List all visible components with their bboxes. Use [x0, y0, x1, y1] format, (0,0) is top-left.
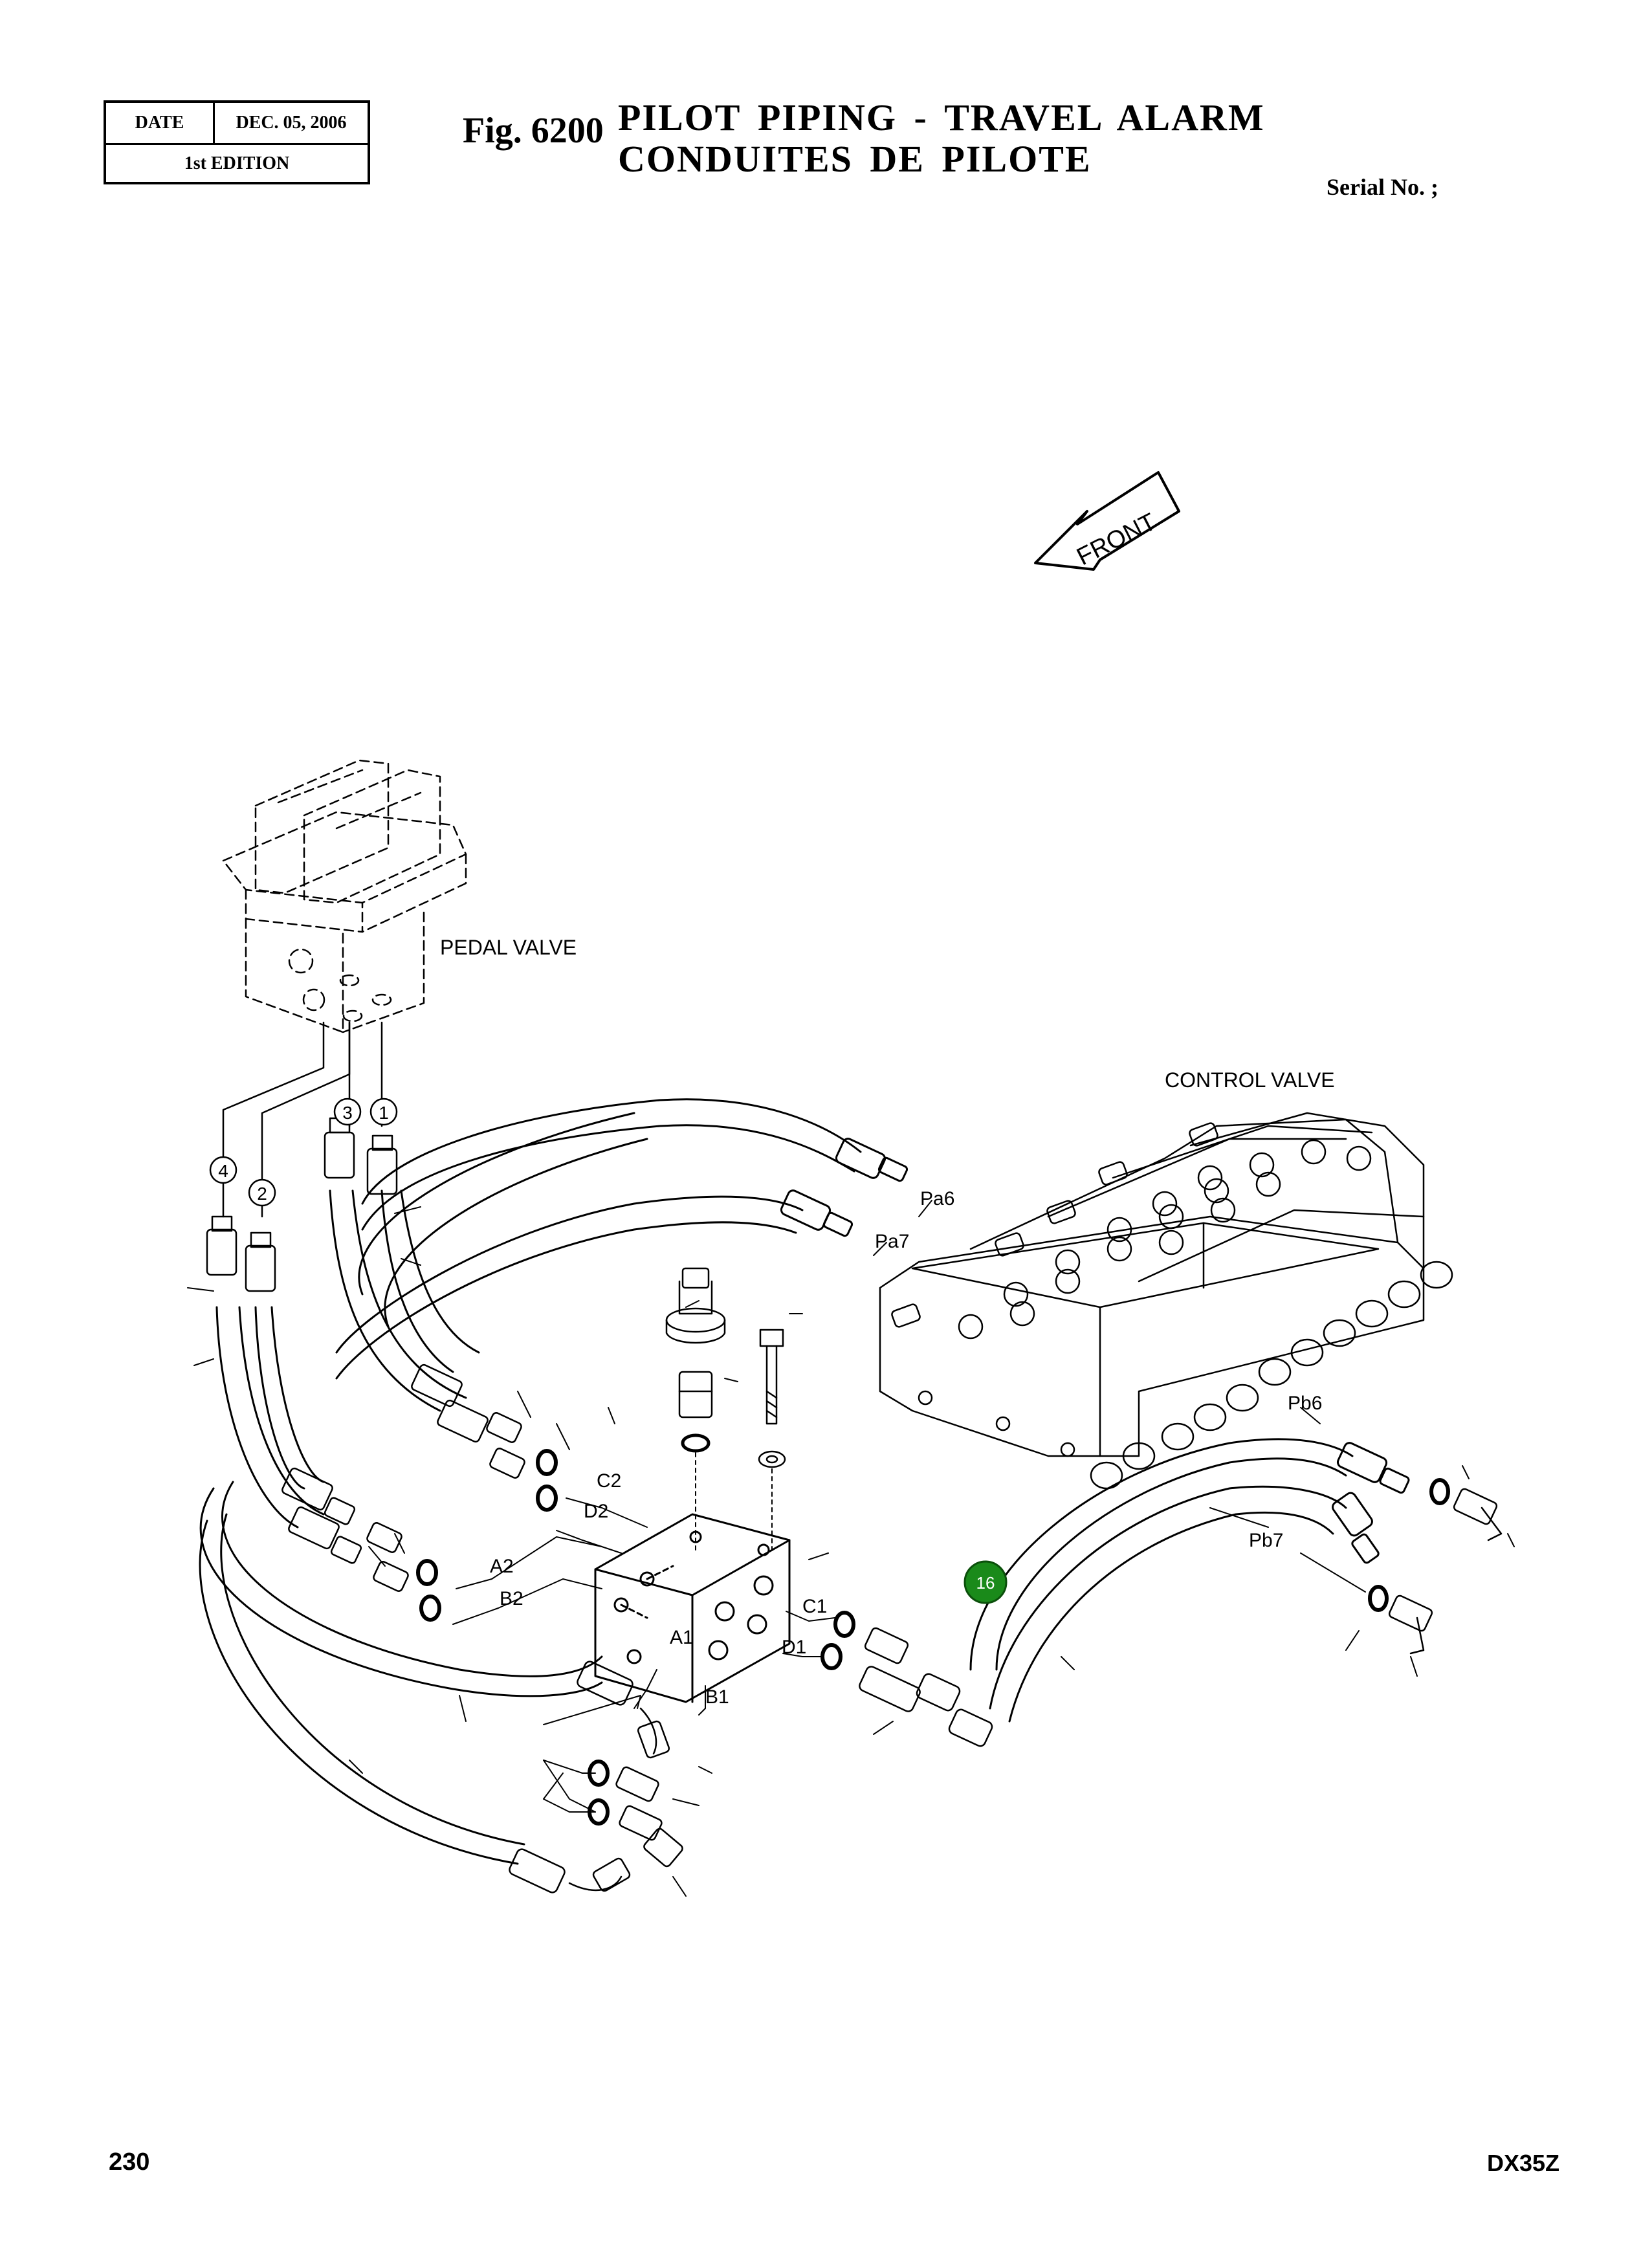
port-b1-label: B1 [705, 1686, 729, 1708]
serial-number-label: Serial No. ; [1327, 174, 1438, 200]
callout-circle-2 [248, 1178, 276, 1207]
hose-set-left [199, 1189, 603, 1865]
callout-group: 1 2 3 4 [209, 1098, 398, 1207]
hose-pa7 [335, 1189, 854, 1380]
hose-long-loop [358, 1112, 648, 1328]
pointer-ticks [187, 1206, 1515, 1897]
port-pa6-label: Pa6 [920, 1188, 954, 1209]
part-marker-16[interactable]: 16 [964, 1560, 1008, 1604]
lower-fittings [509, 1661, 683, 1893]
control-valve-label: CONTROL VALVE [1165, 1068, 1335, 1092]
travel-alarm-block [594, 1513, 791, 1703]
date-value: DEC. 05, 2006 [236, 113, 347, 133]
callout-4: 4 [218, 1161, 228, 1181]
callout-3: 3 [342, 1103, 353, 1123]
right-elbow-fittings [1368, 1478, 1503, 1655]
date-box: DATE DEC. 05, 2006 1st EDITION [104, 100, 370, 184]
port-c2-label: C2 [597, 1470, 621, 1492]
hose-pb7 [989, 1485, 1380, 1723]
date-row: DATE DEC. 05, 2006 [106, 103, 368, 145]
hose-pa6 [361, 1098, 909, 1231]
port-leaders [452, 1200, 1366, 1813]
callout-circle-3 [333, 1098, 362, 1126]
title-french: CONDUITES DE PILOTE [618, 138, 1092, 180]
edition-label: 1st EDITION [184, 153, 290, 173]
port-pb7-label: Pb7 [1249, 1530, 1283, 1551]
port-pb6-label: Pb6 [1288, 1393, 1322, 1414]
port-a1-label: A1 [670, 1627, 694, 1648]
callout-2: 2 [257, 1184, 267, 1204]
pedal-hose-fittings [206, 1117, 489, 1564]
bolt-washer [758, 1329, 786, 1468]
port-c1-label: C1 [802, 1596, 827, 1617]
port-a2-label: A2 [490, 1556, 514, 1577]
control-valve [879, 1112, 1453, 1490]
title-english: PILOT PIPING - TRAVEL ALARM [618, 96, 1265, 138]
figure-number: Fig. 6200 [463, 111, 604, 151]
model-name: DX35Z [1487, 2150, 1560, 2176]
edition-row: 1st EDITION [106, 143, 368, 184]
adapters-upper [366, 1412, 558, 1622]
port-pa7-label: Pa7 [875, 1231, 909, 1252]
front-arrow [1034, 471, 1180, 571]
part-marker-circle[interactable] [964, 1560, 1008, 1604]
page-number: 230 [109, 2148, 150, 2176]
callout-circle-1 [369, 1098, 398, 1126]
block-right-fittings [820, 1611, 993, 1747]
port-b2-label: B2 [500, 1588, 523, 1609]
part-marker-label: 16 [976, 1573, 995, 1593]
port-d1-label: D1 [782, 1637, 806, 1658]
pedal-valve-label: PEDAL VALVE [440, 936, 577, 959]
block-center-leaders [695, 1452, 773, 1554]
hose-pb6 [969, 1438, 1410, 1671]
port-d2-label: D2 [584, 1501, 608, 1522]
callout-1: 1 [379, 1103, 389, 1123]
callout-circle-4 [209, 1156, 237, 1184]
pedal-valve [222, 759, 467, 1033]
date-label: DATE [106, 103, 215, 143]
pressure-switch [665, 1267, 726, 1453]
